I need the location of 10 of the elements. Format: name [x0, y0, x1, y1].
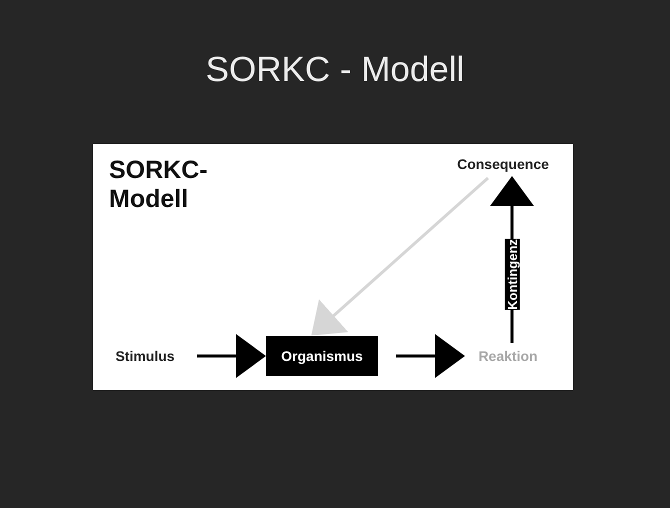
block-arrow [311, 176, 489, 336]
node-label: Stimulus [105, 344, 185, 368]
block-arrow [396, 334, 465, 378]
node-label: Reaktion [463, 344, 553, 368]
node-label: Consequence [441, 152, 565, 176]
panel-heading: SORKC- Modell [109, 156, 209, 214]
block-arrow [197, 334, 266, 378]
process-box: Organismus [266, 336, 378, 376]
slide-title: SORKC - Modell [204, 50, 466, 90]
edge-label: Kontingenz [504, 238, 520, 310]
